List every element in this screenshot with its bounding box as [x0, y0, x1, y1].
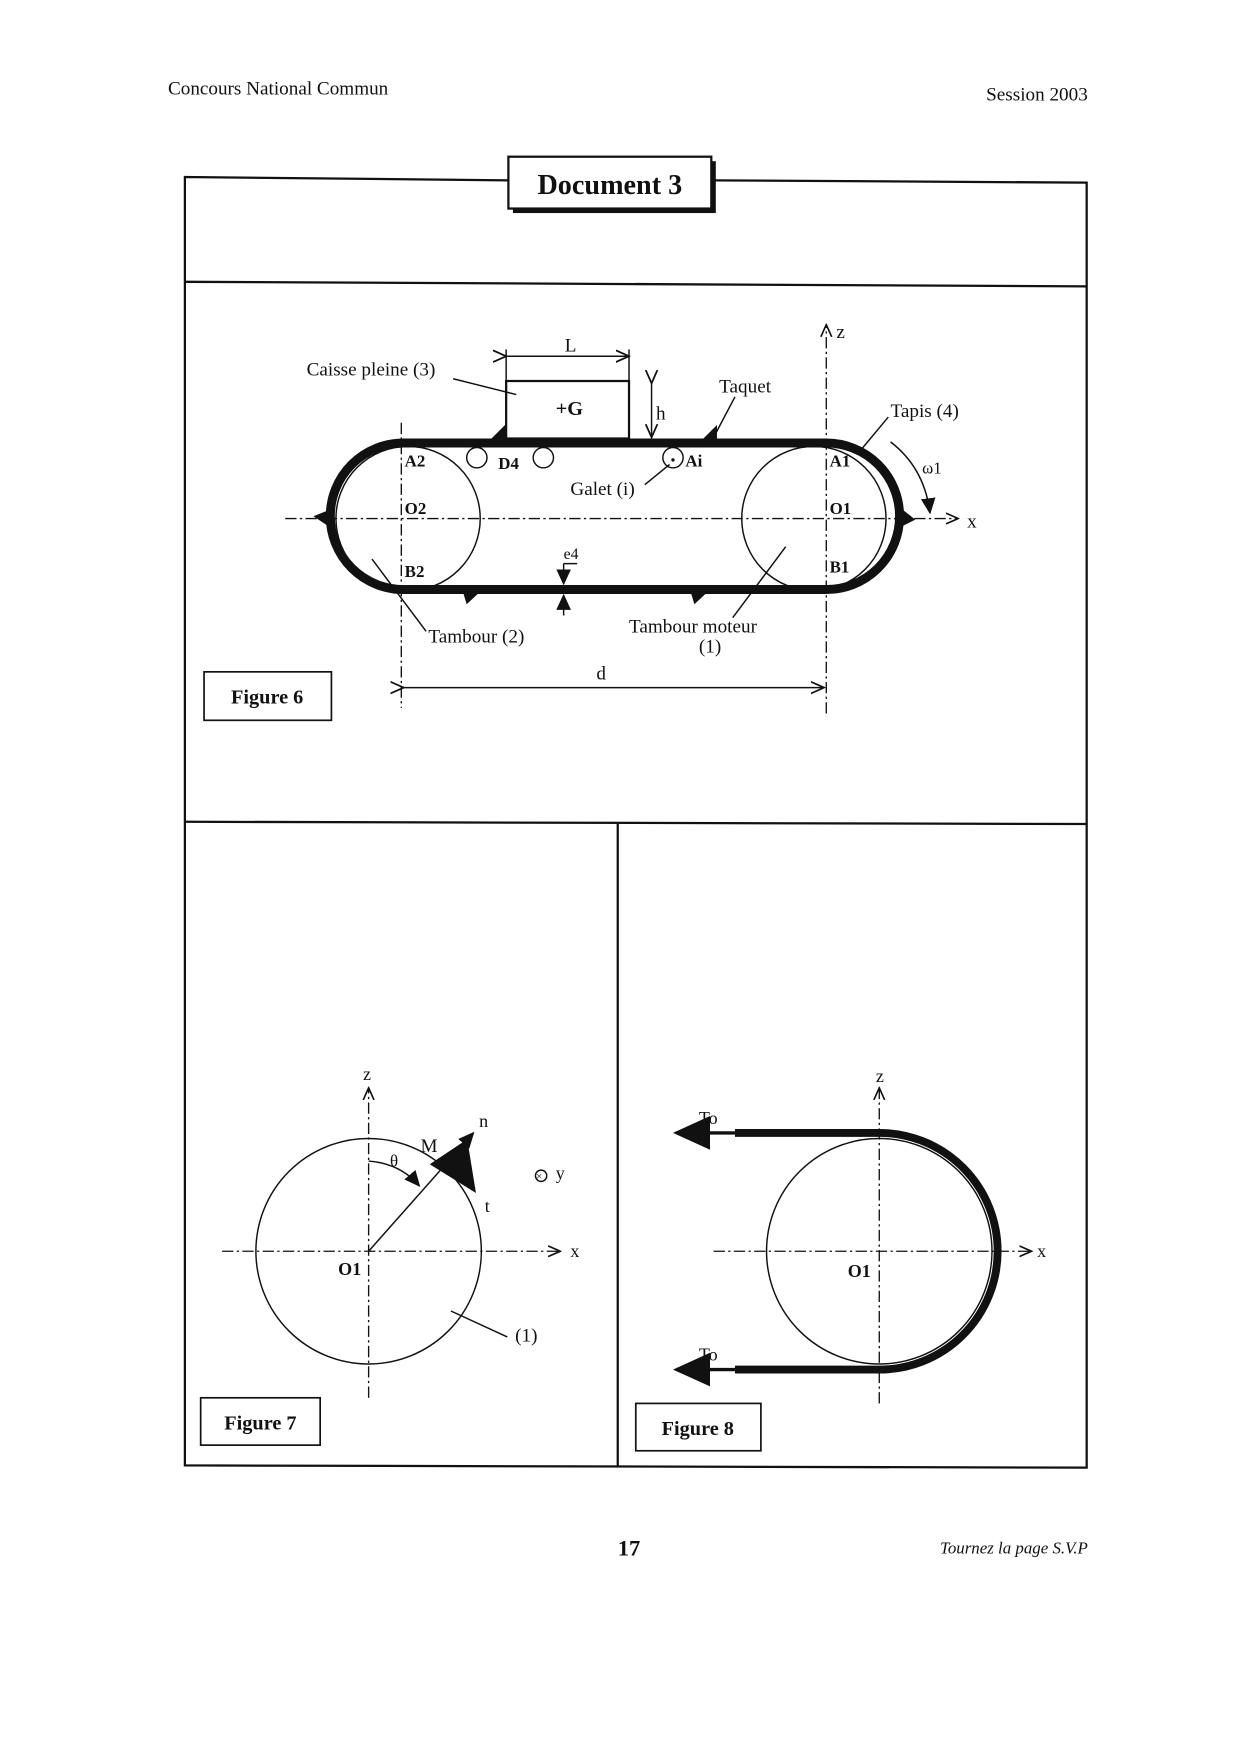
document-frame	[183, 175, 1088, 1469]
label-Ai: Ai	[685, 452, 702, 471]
label-A1: A1	[830, 452, 851, 471]
label-e4: e4	[564, 546, 579, 563]
label-n: n	[479, 1111, 488, 1131]
cleat	[313, 424, 916, 605]
label-x: x	[570, 1241, 579, 1261]
label-theta: θ	[390, 1152, 398, 1171]
label-B2: B2	[405, 562, 425, 581]
label-B1: B1	[830, 558, 850, 577]
label-tambour-1-num: (1)	[699, 637, 721, 658]
label-D4: D4	[498, 454, 519, 473]
label-tambour-1: Tambour moteur	[629, 616, 758, 637]
label-d: d	[596, 664, 606, 685]
label-h: h	[656, 403, 666, 424]
figure-7-label: Figure 7	[224, 1412, 296, 1434]
header-left: Concours National Commun	[168, 79, 389, 100]
figure-7: × z x n t y M θ O1 (1) Figure 7	[199, 1064, 579, 1446]
svg-text:×: ×	[536, 1171, 542, 1183]
label-taquet: Taquet	[719, 376, 772, 397]
figure-8-label: Figure 8	[662, 1418, 734, 1440]
label-caisse: Caisse pleine (3)	[307, 359, 436, 380]
label-G: +G	[556, 398, 584, 420]
footer-right: Tournez la page S.V.P	[940, 1538, 1088, 1557]
label-A2: A2	[405, 452, 426, 471]
figure-6-label: Figure 6	[231, 686, 303, 708]
label-t: t	[485, 1196, 490, 1216]
label-O2: O2	[405, 499, 427, 518]
full-crate	[505, 379, 631, 440]
figure-6: Caisse pleine (3) L h +G Taquet Tapis (4…	[203, 322, 977, 722]
label-galet: Galet (i)	[570, 479, 634, 500]
label-tambour-2: Tambour (2)	[428, 627, 524, 648]
label-M: M	[420, 1136, 437, 1157]
page-number: 17	[618, 1536, 641, 1561]
figure-8: To To z x O1 Figure 8	[634, 1066, 1046, 1452]
label-x: x	[1037, 1241, 1046, 1261]
label-part-1: (1)	[515, 1325, 537, 1346]
label-y: y	[556, 1163, 565, 1183]
label-z: z	[876, 1066, 884, 1086]
document-title: Document 3	[537, 170, 682, 201]
label-z: z	[363, 1064, 371, 1084]
label-O1: O1	[848, 1261, 871, 1281]
label-To-top: To	[699, 1108, 718, 1128]
label-x: x	[967, 512, 977, 533]
label-O1: O1	[338, 1259, 361, 1279]
label-L: L	[565, 336, 577, 357]
document-title-box: Document 3	[507, 155, 716, 214]
header-right: Session 2003	[986, 84, 1088, 105]
label-tapis: Tapis (4)	[891, 401, 959, 422]
label-omega: ω1	[922, 458, 942, 477]
label-To-bottom: To	[699, 1345, 718, 1365]
belt	[734, 1128, 1002, 1374]
label-O1: O1	[830, 499, 852, 518]
label-z: z	[836, 322, 845, 343]
